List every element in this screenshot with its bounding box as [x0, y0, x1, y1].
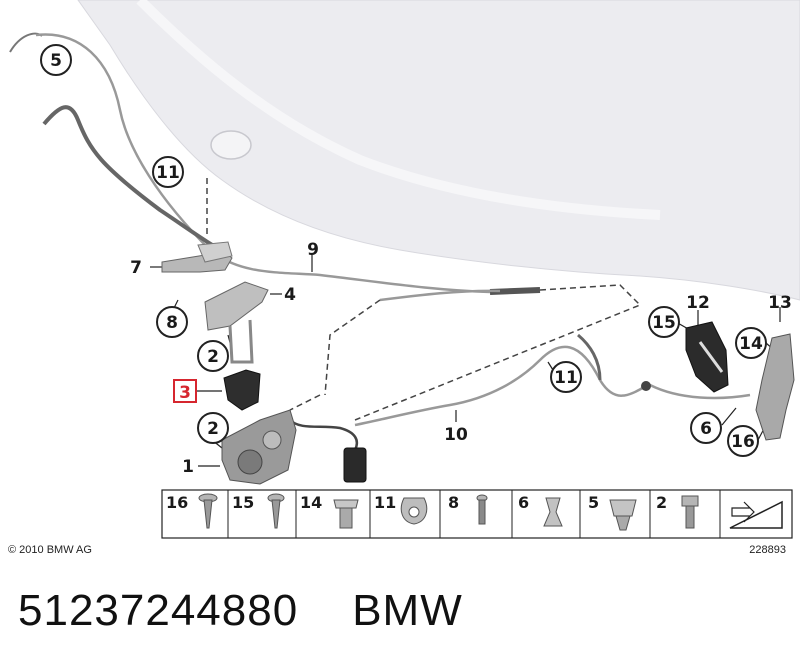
legend-item-16: 16: [166, 493, 188, 512]
clip-icon: [543, 497, 563, 527]
svg-text:11: 11: [554, 368, 578, 388]
svg-text:2: 2: [207, 347, 219, 367]
svg-text:1: 1: [182, 457, 194, 477]
svg-text:7: 7: [130, 258, 142, 278]
legend-item-6: 6: [518, 493, 529, 512]
svg-text:15: 15: [652, 313, 676, 333]
svg-text:10: 10: [444, 425, 468, 445]
callout-4: 4: [284, 285, 296, 305]
cable-clip-icon: [400, 497, 428, 525]
svg-text:4: 4: [284, 285, 296, 305]
callout-7: 7: [130, 258, 142, 278]
callout-10: 10: [444, 425, 468, 445]
legend-item-5: 5: [588, 493, 599, 512]
dashed-guides: [206, 178, 642, 421]
callout-15: 15: [648, 306, 680, 338]
components: [161, 241, 795, 485]
callout-6: 6: [690, 412, 722, 444]
svg-text:16: 16: [731, 432, 755, 452]
legend-item-8: 8: [448, 493, 459, 512]
brand-name: BMW: [352, 586, 463, 635]
screw-icon: [267, 493, 285, 529]
legend-item-2: 2: [656, 493, 667, 512]
svg-text:11: 11: [156, 163, 180, 183]
hex-bolt-icon: [681, 495, 699, 529]
callout-12: 12: [686, 293, 710, 313]
cables: [9, 32, 751, 451]
callout-11-top: 11: [152, 156, 184, 188]
legend-item-11: 11: [374, 493, 396, 512]
callout-3: 3: [173, 379, 197, 403]
callout-2-upper: 2: [197, 340, 229, 372]
svg-text:14: 14: [739, 334, 763, 354]
fastener-legend: 16 15 14 11 8 6 5 2: [161, 489, 793, 539]
legend-item-15: 15: [232, 493, 254, 512]
svg-text:13: 13: [768, 293, 792, 313]
svg-text:12: 12: [686, 293, 710, 313]
diagram-number: 228893: [749, 544, 786, 556]
callout-11-right: 11: [550, 361, 582, 393]
screw-icon: [198, 493, 218, 529]
part-number: 51237244880: [18, 586, 299, 635]
callout-14: 14: [735, 327, 767, 359]
callout-8: 8: [156, 306, 188, 338]
svg-text:8: 8: [166, 313, 178, 333]
arrow-icon: [729, 500, 783, 529]
svg-text:5: 5: [50, 51, 62, 71]
svg-text:6: 6: [700, 419, 712, 439]
svg-text:3: 3: [179, 383, 191, 403]
rivet-icon: [476, 494, 488, 525]
parts-diagram: 5 11 7 9 4 8 2 3 2 1: [8, 0, 800, 556]
svg-text:2: 2: [207, 419, 219, 439]
hood-panel: [77, 0, 800, 301]
callout-13: 13: [768, 293, 792, 313]
callout-5: 5: [40, 44, 72, 76]
callout-2-lower: 2: [197, 412, 229, 444]
push-clip-icon: [609, 499, 637, 531]
callout-9: 9: [307, 240, 319, 260]
copyright-text: © 2010 BMW AG: [8, 544, 92, 556]
svg-text:9: 9: [307, 240, 319, 260]
callouts: 5 11 7 9 4 8 2 3 2 1: [40, 44, 792, 477]
callout-16: 16: [727, 425, 759, 457]
callout-1: 1: [182, 457, 194, 477]
legend-item-14: 14: [300, 493, 322, 512]
part-footer: 51237244880 BMW: [18, 586, 463, 646]
expanding-nut-icon: [333, 499, 359, 529]
